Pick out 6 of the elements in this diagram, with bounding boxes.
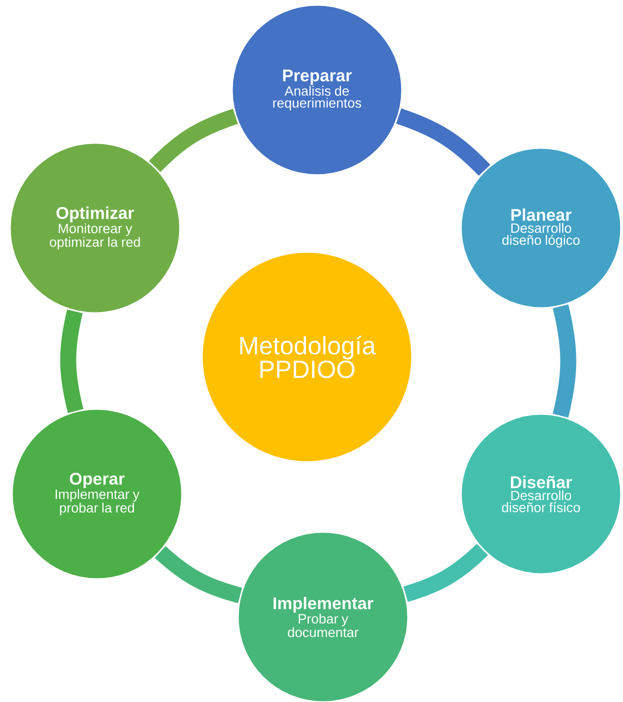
ring-segment <box>60 310 84 413</box>
ring-segment <box>149 108 238 172</box>
ring-segment <box>396 108 490 176</box>
ring-segment <box>552 304 576 418</box>
ring-segment <box>154 546 242 604</box>
ring-segment <box>403 544 488 602</box>
